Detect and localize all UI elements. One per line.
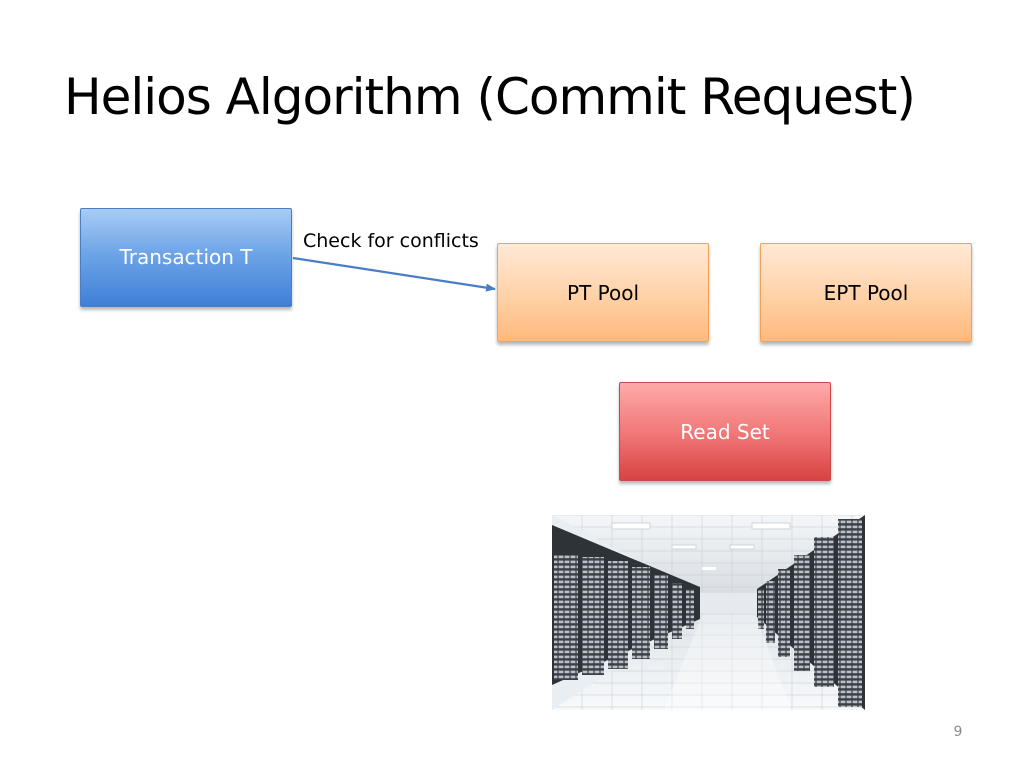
slide-title: Helios Algorithm (Commit Request): [64, 68, 916, 126]
transaction-box-label: Transaction T: [119, 244, 253, 269]
arrow-label: Check for conflicts: [303, 230, 479, 252]
pt-pool-box-label: PT Pool: [566, 280, 639, 305]
transaction-box: Transaction T: [80, 208, 292, 307]
pt-pool-box: PT Pool: [497, 243, 709, 342]
page-number: 9: [953, 724, 963, 740]
server-room-photo-icon: [552, 515, 865, 710]
read-set-box-label: Read Set: [680, 419, 770, 444]
arrow-line: [292, 256, 496, 292]
ept-pool-box: EPT Pool: [760, 243, 972, 342]
ept-pool-box-label: EPT Pool: [823, 280, 909, 305]
read-set-box: Read Set: [619, 382, 831, 481]
